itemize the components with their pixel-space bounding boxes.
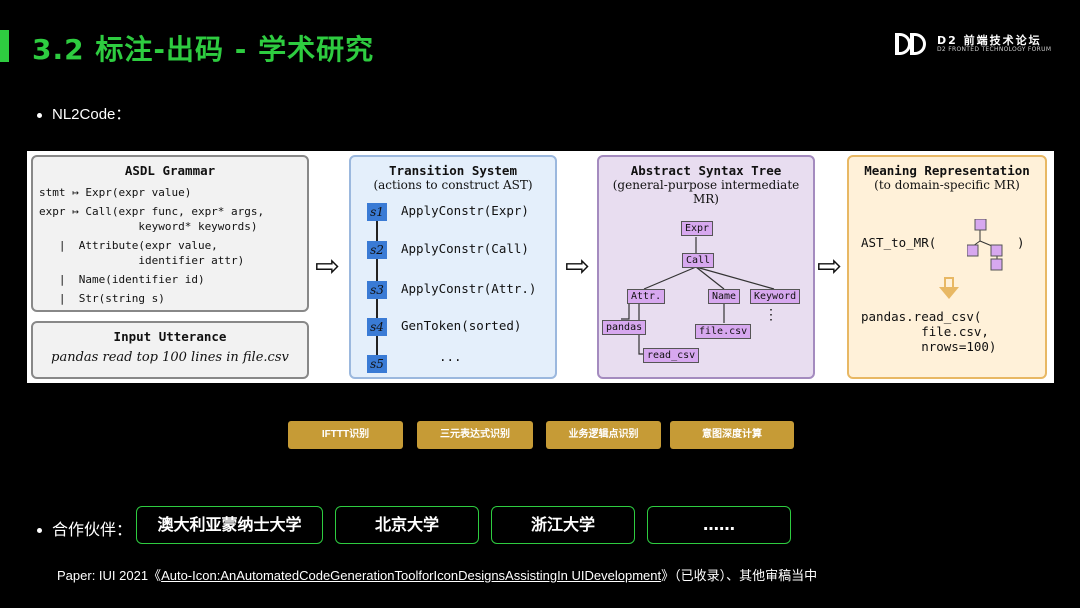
partner-zju: 浙江大学: [491, 506, 635, 544]
page-title: 3.2 标注-出码 - 学术研究: [32, 33, 375, 66]
ast-title: Abstract Syntax Tree: [630, 163, 782, 178]
tag-business-logic[interactable]: 业务逻辑点识别: [546, 421, 661, 449]
paper-link[interactable]: Auto-Icon:AnAutomatedCodeGenerationToolf…: [161, 568, 662, 583]
asdl-line: stmt ↦ Expr(expr value): [39, 186, 192, 199]
asdl-grammar-panel: ASDL Grammar stmt ↦ Expr(expr value) exp…: [31, 155, 309, 312]
step-code: ApplyConstr(Attr.): [401, 281, 537, 296]
partner-pku: 北京大学: [335, 506, 479, 544]
mini-tree-icon: [967, 219, 1003, 271]
mr-subtitle: (to domain-specific MR): [874, 178, 1020, 192]
nl2code-figure: ASDL Grammar stmt ↦ Expr(expr value) exp…: [27, 151, 1054, 383]
tag-intent-depth[interactable]: 意图深度计算: [670, 421, 794, 449]
flow-arrow-icon: ⇨: [817, 249, 843, 284]
logo-title: D2 前端技术论坛: [937, 33, 1042, 47]
step-label: s3: [367, 281, 387, 299]
mr-code-read-csv: pandas.read_csv( file.csv, nrows=100): [861, 309, 997, 354]
d2-logo: D2 前端技术论坛 D2 FRONTED TECHNOLOGY FORUM: [895, 33, 1051, 55]
tag-ifttt[interactable]: IFTTT识别: [288, 421, 403, 449]
paper-citation: Paper: IUI 2021《Auto-Icon:AnAutomatedCod…: [57, 565, 817, 584]
mr-title: Meaning Representation: [864, 163, 1030, 178]
asdl-line: identifier attr): [39, 254, 245, 267]
ast-node: Expr: [681, 221, 714, 236]
step-code: GenToken(sorted): [401, 318, 522, 333]
title-accent-bar: [0, 30, 9, 62]
asdl-title: ASDL Grammar: [124, 163, 216, 178]
tag-ternary[interactable]: 三元表达式识别: [417, 421, 533, 449]
ast-node: read_csv: [643, 348, 700, 363]
ast-subtitle: (general-purpose intermediate MR): [612, 178, 800, 206]
ast-ellipsis: ⋮: [764, 307, 778, 323]
ast-node: pandas: [602, 320, 647, 335]
d2-logo-icon: [895, 33, 929, 55]
asdl-line: expr ↦ Call(expr func, expr* args,: [39, 205, 265, 218]
paper-prefix: Paper: IUI 2021《: [57, 568, 162, 583]
step-code: ...: [439, 349, 462, 364]
mr-code-ast-to-mr: AST_to_MR(: [861, 235, 937, 250]
transition-system-panel: Transition System (actions to construct …: [349, 155, 557, 379]
asdl-line: keyword* keywords): [39, 220, 258, 233]
input-title: Input Utterance: [113, 329, 227, 344]
step-code: ApplyConstr(Expr): [401, 203, 529, 218]
mr-code-close: ): [1017, 235, 1025, 250]
paper-suffix: 》（已收录）、其他审稿当中: [661, 568, 818, 583]
transition-subtitle: (actions to construct AST): [373, 178, 533, 192]
input-utterance-text: pandas read top 100 lines in file.csv: [51, 350, 289, 365]
flow-arrow-icon: ⇨: [315, 249, 341, 284]
ast-node: Call: [682, 253, 715, 268]
ast-node: Keyword: [750, 289, 801, 304]
transition-title: Transition System: [389, 163, 517, 178]
meaning-representation-panel: Meaning Representation (to domain-specif…: [847, 155, 1047, 379]
bullet-partners: 合作伙伴：: [37, 516, 132, 540]
down-arrow-icon: [939, 277, 959, 299]
step-label: s1: [367, 203, 387, 221]
ast-node: Name: [708, 289, 741, 304]
ast-panel: Abstract Syntax Tree (general-purpose in…: [597, 155, 815, 379]
partner-monash: 澳大利亚蒙纳士大学: [136, 506, 323, 544]
ast-node: file.csv: [695, 324, 752, 339]
asdl-line: | Name(identifier id): [39, 273, 205, 286]
bullet-dot-icon: [37, 528, 42, 534]
ast-node: Attr.: [627, 289, 666, 304]
bullet-nl2code: NL2Code：: [37, 103, 130, 124]
step-code: ApplyConstr(Call): [401, 241, 529, 256]
step-label: s2: [367, 241, 387, 259]
logo-subtitle: D2 FRONTED TECHNOLOGY FORUM: [937, 45, 1052, 53]
step-label: s5: [367, 355, 387, 373]
asdl-line: | Attribute(expr value,: [39, 239, 218, 252]
step-label: s4: [367, 318, 387, 336]
input-utterance-panel: Input Utterance pandas read top 100 line…: [31, 321, 309, 379]
bullet-dot-icon: [37, 112, 42, 118]
partner-more: ……: [647, 506, 791, 544]
asdl-line: | Str(string s): [39, 292, 165, 305]
flow-arrow-icon: ⇨: [565, 249, 591, 284]
